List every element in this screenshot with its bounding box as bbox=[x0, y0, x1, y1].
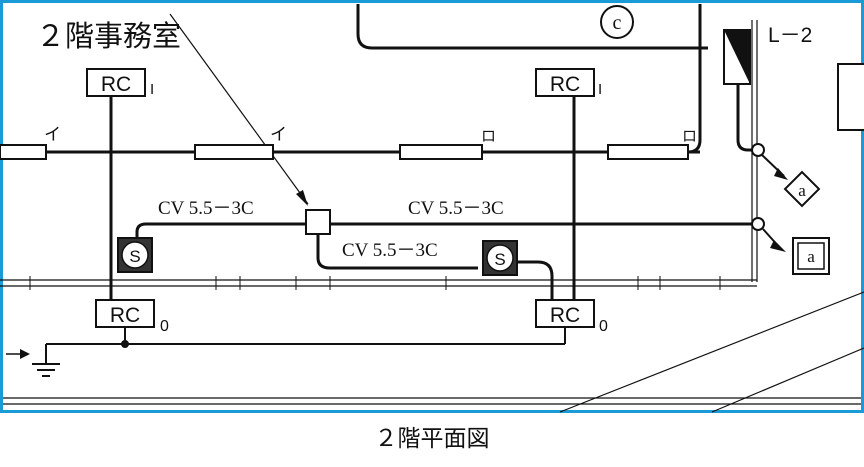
panel-label: L－2 bbox=[768, 24, 812, 47]
node-lower bbox=[751, 217, 765, 231]
diagonal-line-1 bbox=[559, 291, 864, 413]
node-a-diamond-label: a bbox=[798, 181, 806, 200]
rc-upper-left-label: RC bbox=[101, 73, 131, 96]
fixture-mark-2: イ bbox=[270, 125, 287, 144]
rc-upper-right-suffix: I bbox=[598, 81, 602, 98]
switch-right-label: S bbox=[494, 250, 505, 269]
panel-icon bbox=[723, 29, 751, 85]
node-a-square-label: a bbox=[807, 247, 815, 266]
rc-lower-left-suffix: 0 bbox=[160, 318, 169, 335]
rc-lower-left-label: RC bbox=[110, 304, 140, 327]
arrow-icon bbox=[296, 190, 308, 206]
circle-c-label: c bbox=[613, 12, 622, 34]
switch-icon bbox=[117, 237, 153, 273]
node-a-square-inner bbox=[797, 242, 825, 270]
figure-caption: ２階平面図 bbox=[375, 425, 490, 451]
rc-lower-right-suffix: 0 bbox=[599, 318, 608, 335]
ground-junction bbox=[121, 340, 129, 348]
panel-down-wire bbox=[736, 84, 752, 152]
rc-upper-right bbox=[535, 68, 595, 97]
cable-lower bbox=[316, 234, 478, 270]
switch-icon bbox=[482, 240, 518, 276]
fixture-4 bbox=[607, 144, 689, 160]
diagram-frame bbox=[0, 0, 864, 413]
rc-lower-right-label: RC bbox=[550, 304, 580, 327]
fixture-mark-3: ロ bbox=[481, 128, 496, 145]
node-upper bbox=[751, 143, 765, 157]
edge-box bbox=[837, 63, 864, 131]
cable-label-3: CV 5.5－3C bbox=[342, 240, 438, 261]
rc-upper-left bbox=[86, 68, 146, 97]
switch-left-label: S bbox=[129, 247, 140, 266]
cable-label-2: CV 5.5－3C bbox=[408, 198, 504, 219]
cable-label-1: CV 5.5－3C bbox=[158, 198, 254, 219]
fixture-1 bbox=[0, 144, 47, 160]
fixture-2 bbox=[194, 144, 274, 160]
wall-line-top bbox=[356, 4, 708, 50]
arrow-icon bbox=[20, 349, 30, 359]
diagonal-line-2 bbox=[711, 347, 864, 413]
arrow-icon bbox=[774, 168, 788, 180]
ground-icon bbox=[32, 344, 60, 377]
rc-upper-left-suffix: I bbox=[150, 81, 154, 98]
switch2-wire bbox=[518, 260, 554, 300]
fixture-mark-4: ロ bbox=[682, 128, 697, 145]
node-a-diamond bbox=[783, 170, 821, 208]
cable-left bbox=[135, 222, 306, 250]
junction-box bbox=[305, 209, 331, 235]
wall-ticks bbox=[29, 276, 721, 290]
fixture-mark-1: イ bbox=[44, 125, 61, 144]
fixture-3 bbox=[399, 144, 483, 160]
leader-line bbox=[169, 13, 309, 205]
circle-c-marker bbox=[600, 5, 634, 39]
rc-upper-right-label: RC bbox=[550, 73, 580, 96]
page-title: ２階事務室 bbox=[36, 20, 181, 53]
arrow-icon bbox=[770, 240, 786, 252]
